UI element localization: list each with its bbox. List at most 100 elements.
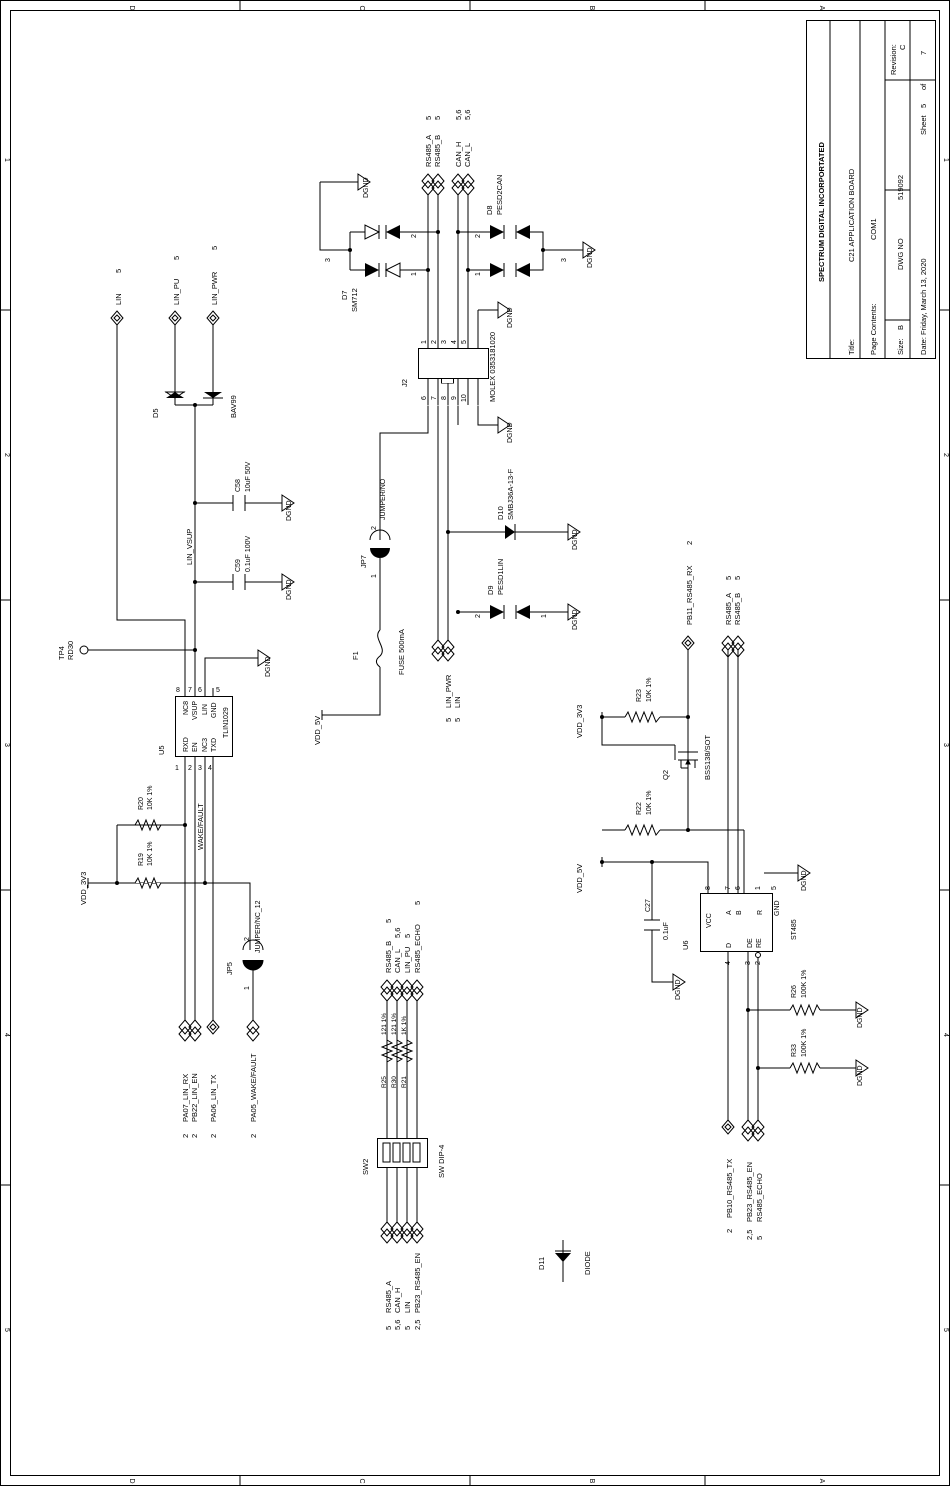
port-sw-can-l: CAN_L: [393, 949, 402, 973]
svg-text:5: 5: [216, 687, 220, 694]
svg-text:R: R: [757, 910, 764, 915]
svg-text:C27: C27: [645, 899, 652, 912]
svg-text:EN: EN: [192, 742, 199, 752]
svg-text:2: 2: [371, 526, 378, 530]
r22-resistor: R22 10K 1%: [624, 790, 661, 837]
zone-right-2: 2: [942, 453, 949, 457]
port-lin-pu: LIN_PU: [172, 279, 181, 305]
svg-text:100K 1%: 100K 1%: [801, 1029, 808, 1057]
svg-text:SM712: SM712: [350, 288, 359, 312]
f1-fuse: F1 FUSE 500mA: [351, 629, 406, 675]
svg-text:10K 1%: 10K 1%: [646, 790, 653, 815]
u5-lin-transceiver: RXD EN NC3 TXD NC8 VSUP LIN GND TLIN1029…: [157, 687, 233, 772]
svg-text:NC3: NC3: [202, 738, 209, 752]
svg-text:TLIN1029: TLIN1029: [223, 707, 230, 738]
svg-text:6: 6: [198, 687, 202, 694]
svg-text:5: 5: [433, 116, 442, 120]
port-can-h: CAN_H: [454, 142, 463, 167]
svg-text:D8: D8: [485, 205, 494, 215]
port-symbols: [110, 173, 765, 1244]
svg-text:5: 5: [755, 1236, 764, 1240]
svg-text:8: 8: [705, 886, 712, 890]
zone-left-1: 1: [3, 158, 10, 162]
svg-text:GND: GND: [211, 702, 218, 718]
zone-right-4: 4: [942, 1033, 949, 1037]
sw2-dip-switch: SW2 SW DIP-4: [361, 1138, 446, 1178]
port-sw-rs485-a: RS485_A: [384, 1281, 393, 1313]
wires: [88, 181, 848, 1282]
zone-top-c: C: [358, 5, 365, 10]
lin-vsup-net: LIN_VSUP: [185, 529, 194, 565]
zone-top-b: B: [588, 6, 595, 11]
port-rs485-echo: RS485_ECHO: [755, 1173, 764, 1222]
svg-text:F1: F1: [351, 651, 360, 660]
svg-text:1: 1: [755, 886, 762, 890]
port-pb11: PB11_RS485_RX: [685, 566, 694, 625]
svg-text:10uF 50V: 10uF 50V: [245, 461, 252, 492]
zone-left-4: 4: [3, 1033, 10, 1037]
svg-text:SW DIP-4: SW DIP-4: [437, 1145, 446, 1178]
svg-text:SMBJ36A-13-F: SMBJ36A-13-F: [506, 468, 515, 520]
svg-text:4: 4: [725, 961, 732, 965]
tp4-testpoint: TP4 RD30: [57, 641, 89, 660]
port-rs485-b: RS485_B: [433, 135, 442, 167]
svg-text:3: 3: [745, 961, 752, 965]
zone-left-5: 5: [3, 1328, 10, 1332]
port-lin: LIN: [114, 293, 123, 305]
tb-dwg-no-label: DWG NO: [896, 238, 905, 270]
port-u6-rs485-b: RS485_B: [733, 593, 742, 625]
ground-symbols: [247, 173, 869, 1077]
vdd-5v-fuse: VDD_5V: [313, 716, 322, 745]
svg-text:R22: R22: [636, 802, 643, 815]
svg-text:B: B: [736, 910, 743, 915]
svg-text:6: 6: [735, 886, 742, 890]
svg-text:SW2: SW2: [361, 1159, 370, 1175]
svg-text:2: 2: [411, 234, 418, 238]
port-can-l: CAN_L: [463, 143, 472, 167]
svg-text:D10: D10: [496, 506, 505, 520]
gnd-labels: DGND DGND DGND DGND DGND DGND DGND DGND …: [265, 177, 864, 1086]
svg-text:VCC: VCC: [706, 913, 713, 928]
tb-size-label: Size:: [896, 338, 905, 355]
port-u6-rs485-a: RS485_A: [724, 593, 733, 625]
svg-text:5: 5: [453, 718, 462, 722]
svg-text:JP5: JP5: [225, 962, 234, 975]
zone-right-3: 3: [942, 743, 949, 747]
port-j2-lin: LIN: [453, 696, 462, 708]
svg-text:GND: GND: [774, 900, 781, 916]
svg-text:10K 1%: 10K 1%: [646, 677, 653, 702]
tb-sheet-label: Sheet: [919, 114, 928, 135]
junctions: [115, 230, 760, 1070]
port-j2-lin-pwr: LIN_PWR: [444, 674, 453, 708]
svg-text:3: 3: [561, 258, 568, 262]
svg-text:1: 1: [244, 986, 251, 990]
svg-text:D11: D11: [537, 1257, 546, 1270]
dgnd-label: DGND: [507, 307, 514, 328]
dgnd-label: DGND: [857, 1065, 864, 1086]
tb-size: B: [896, 325, 905, 330]
svg-text:2: 2: [725, 1229, 734, 1233]
port-sw-lin: LIN: [403, 1301, 412, 1313]
svg-text:R33: R33: [791, 1044, 798, 1057]
svg-text:2: 2: [249, 1134, 258, 1138]
port-pa07: PA07_LIN_RX: [181, 1074, 190, 1122]
c27-capacitor: C27 0.1uF: [644, 899, 670, 940]
svg-text:5: 5: [424, 116, 433, 120]
svg-text:D7: D7: [340, 290, 349, 300]
d10-tvs: D10 SMBJ36A-13-F: [496, 468, 516, 540]
svg-text:BAV99: BAV99: [229, 395, 238, 418]
svg-text:A: A: [726, 910, 733, 915]
dgnd-label: DGND: [675, 979, 682, 1000]
jp7-jumper: 2 1 JUMPER/NO JP7: [359, 478, 391, 578]
svg-text:5: 5: [114, 269, 123, 273]
svg-text:TP4: TP4: [57, 646, 66, 660]
svg-text:1: 1: [175, 765, 179, 772]
zone-bottom-c: C: [358, 1478, 365, 1483]
svg-text:5,6: 5,6: [393, 928, 402, 938]
svg-text:1: 1: [541, 614, 548, 618]
wake-fault-net: WAKE/FAULT: [196, 803, 205, 850]
svg-text:2: 2: [188, 765, 192, 772]
port-sw-pb23: PB23_RS485_EN: [413, 1253, 422, 1313]
